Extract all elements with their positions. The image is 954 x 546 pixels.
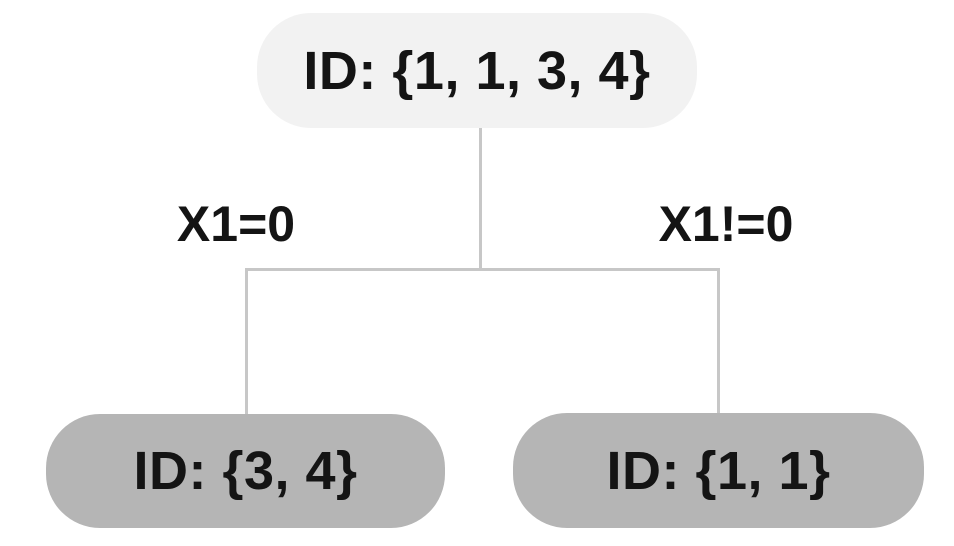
- edge-label-left-condition: X1=0: [176, 196, 296, 252]
- connector-left-branch: [245, 268, 248, 414]
- left-child-node-label: ID: {3, 4}: [133, 441, 358, 501]
- right-child-node-label: ID: {1, 1}: [606, 440, 831, 501]
- connector-right-branch: [717, 268, 720, 413]
- edge-label-right-condition: X1!=0: [658, 196, 794, 252]
- left-child-node: ID: {3, 4}: [46, 414, 445, 528]
- root-node-label: ID: {1, 1, 3, 4}: [303, 40, 651, 101]
- connector-crossbar: [245, 268, 720, 271]
- root-node: ID: {1, 1, 3, 4}: [257, 13, 697, 128]
- connector-root-stem: [479, 128, 482, 271]
- right-child-node: ID: {1, 1}: [513, 413, 924, 528]
